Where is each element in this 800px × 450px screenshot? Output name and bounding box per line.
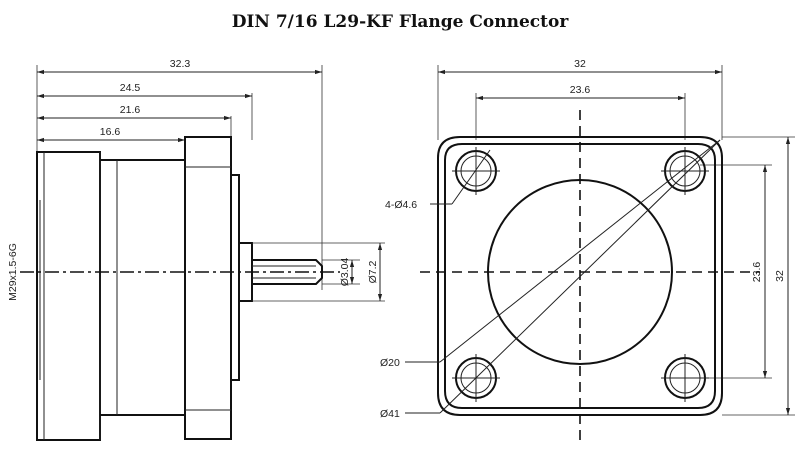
svg-text:24.5: 24.5 [120,82,141,94]
svg-text:4-Ø4.6: 4-Ø4.6 [385,199,417,211]
leader-inner-diameter: Ø20 [380,139,721,369]
svg-text:Ø3.04: Ø3.04 [339,258,351,287]
svg-text:32: 32 [574,58,586,70]
svg-text:23.6: 23.6 [570,84,591,96]
svg-text:16.6: 16.6 [100,126,121,138]
svg-text:Ø7.2: Ø7.2 [367,260,379,283]
svg-text:Ø20: Ø20 [380,357,400,369]
svg-text:32.3: 32.3 [170,58,191,70]
svg-text:32: 32 [774,270,786,282]
flange-side [184,136,240,440]
dim-flange-height: 32 [774,137,791,415]
threaded-body [36,151,101,441]
front-view: 32 23.6 23.6 32 [380,58,795,440]
dim-flange-width: 32 [438,58,722,75]
connector-body [100,159,186,416]
svg-text:Ø41: Ø41 [380,408,400,420]
dim-flange-back-length: 24.5 [37,82,252,99]
leader-mount-holes: 4-Ø4.6 [385,149,491,211]
dim-insulator-diameter: Ø7.2 [367,243,383,301]
side-view: 32.3 24.5 21.6 16.6 [7,58,385,441]
dim-flange-front-length: 21.6 [37,104,231,121]
thread-label: M29x1.5-6G [7,243,19,301]
mount-holes [452,147,709,402]
svg-text:21.6: 21.6 [120,104,141,116]
flange-front [437,136,723,416]
dim-body-length: 16.6 [37,126,185,143]
drawing-title: DIN 7/16 L29-KF Flange Connector [231,12,569,32]
dim-hole-spacing-horizontal: 23.6 [476,84,685,101]
dim-overall-length: 32.3 [37,58,322,75]
leader-bolt-circle: Ø41 [380,139,721,420]
dim-pin-diameter: Ø3.04 [339,258,355,287]
